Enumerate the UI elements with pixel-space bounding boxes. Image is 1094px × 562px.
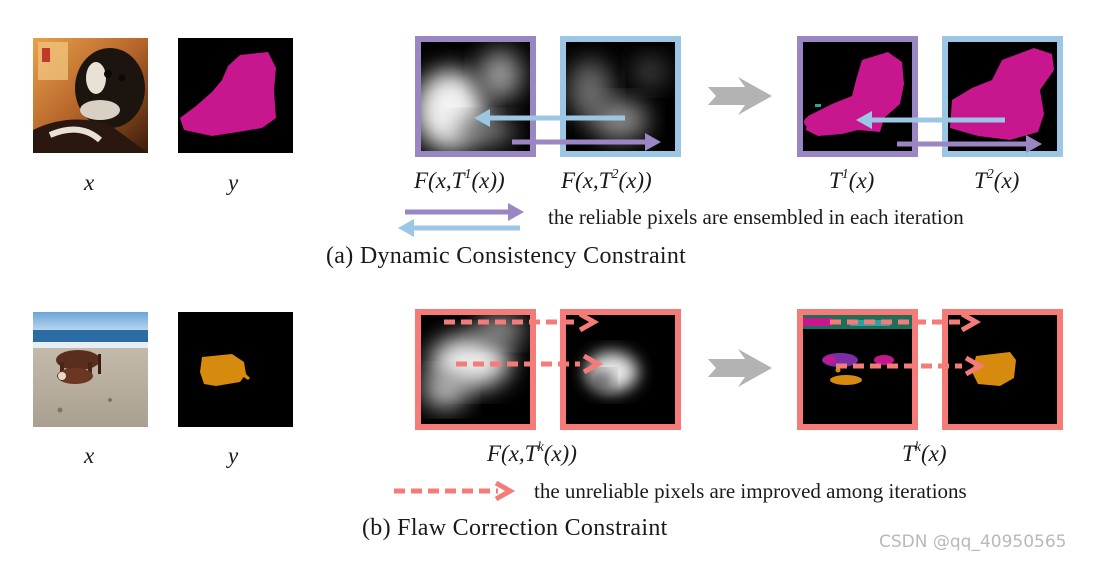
transform-arrow-a <box>708 77 772 115</box>
caption-a: (a) Dynamic Consistency Constraint <box>326 243 686 270</box>
dog-photo <box>33 38 148 153</box>
pred2-label-pre: F(x,T <box>561 168 611 193</box>
legend-text-a: the reliable pixels are ensembled in eac… <box>548 205 964 230</box>
pred1-label: F(x,T1(x)) <box>414 168 505 194</box>
target2-label: T2(x) <box>974 168 1019 194</box>
pred1-label-post: (x)) <box>471 168 504 193</box>
legend-correction-arrow <box>394 483 510 499</box>
legend-text-b: the unreliable pixels are improved among… <box>534 479 967 504</box>
cow-beach-photo <box>33 312 148 427</box>
input-label-b: x <box>84 443 94 469</box>
target2-label-post: (x) <box>994 168 1020 193</box>
target-mask-k-1 <box>800 312 915 427</box>
target-mask-1 <box>800 39 915 154</box>
heatmap-pred-k-1 <box>418 312 533 427</box>
target2-label-sup: 2 <box>987 167 994 182</box>
target1-label-sup: 1 <box>842 167 849 182</box>
target-k-label-pre: T <box>902 441 915 466</box>
target1-label-pre: T <box>829 168 842 193</box>
target1-label-post: (x) <box>849 168 875 193</box>
pred-k-label: F(x,Tk(x)) <box>487 441 577 467</box>
gt-label-b: y <box>228 443 238 469</box>
ground-truth-mask-b <box>178 312 293 427</box>
input-label-a: x <box>84 170 94 196</box>
legend-ensemble-arrows <box>398 203 524 237</box>
caption-b: (b) Flaw Correction Constraint <box>362 515 668 542</box>
target-k-label: Tk(x) <box>902 441 947 467</box>
target1-label: T1(x) <box>829 168 874 194</box>
heatmap-pred-2 <box>563 39 678 154</box>
target-mask-2 <box>945 39 1060 154</box>
pred1-label-pre: F(x,T <box>414 168 464 193</box>
target-k-label-post: (x) <box>921 441 947 466</box>
pred-k-label-pre: F(x,T <box>487 441 537 466</box>
transform-arrow-b <box>708 349 772 387</box>
pred2-label-post: (x)) <box>618 168 651 193</box>
pred-k-label-post: (x)) <box>544 441 577 466</box>
pred2-label: F(x,T2(x)) <box>561 168 652 194</box>
watermark: CSDN @qq_40950565 <box>879 532 1066 552</box>
target2-label-pre: T <box>974 168 987 193</box>
heatmap-pred-1 <box>415 39 533 154</box>
ground-truth-mask-a <box>178 38 293 153</box>
gt-label-a: y <box>228 170 238 196</box>
